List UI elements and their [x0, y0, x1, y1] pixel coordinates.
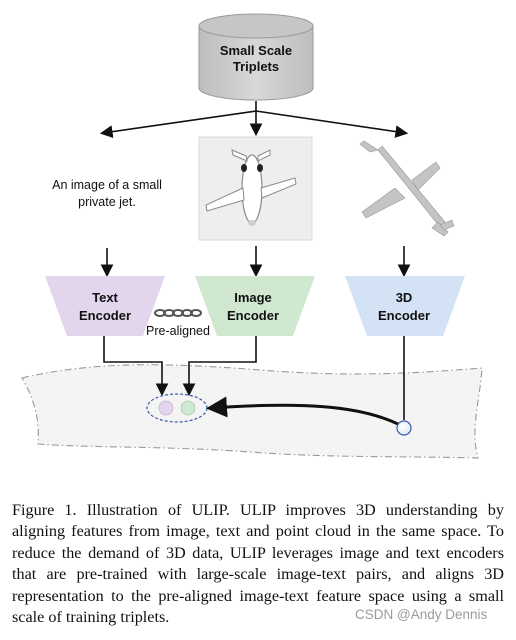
chain-link-icon [154, 309, 202, 317]
text-encoder-line2: Encoder [79, 308, 131, 323]
alignment-arrow [206, 396, 401, 427]
pc-encoder: 3D Encoder [345, 276, 465, 336]
database-label-line1: Small Scale [220, 43, 292, 58]
pc-encoder-line1: 3D [396, 290, 413, 305]
text-sample-line2: private jet. [78, 195, 136, 209]
down-arrows [100, 246, 411, 278]
text-feature-node [158, 400, 174, 416]
database-cylinder: Small Scale Triplets [198, 13, 314, 101]
pre-aligned-label: Pre-aligned [146, 324, 210, 338]
jet-image [198, 136, 313, 241]
branch-arrows [99, 101, 409, 138]
text-sample-line1: An image of a small [52, 178, 162, 192]
figure-caption: Figure 1. Illustration of ULIP. ULIP imp… [12, 501, 504, 627]
jet-render-icon [205, 149, 297, 226]
image-encoder: Image Encoder [195, 276, 315, 336]
pc-encoder-line2: Encoder [378, 308, 430, 323]
image-encoder-line2: Encoder [227, 308, 279, 323]
ulip-diagram: Small Scale Triplets An image of a small… [21, 13, 483, 459]
watermark: CSDN @Andy Dennis [355, 607, 488, 622]
image-encoder-line1: Image [234, 290, 272, 305]
point-cloud-jet-icon [359, 140, 455, 237]
feature-space-sheet [21, 364, 483, 459]
database-label-line2: Triplets [233, 59, 279, 74]
text-encoder: Text Encoder [45, 276, 165, 336]
image-feature-node [180, 400, 196, 416]
text-encoder-line1: Text [92, 290, 118, 305]
pc-feature-node [396, 420, 412, 436]
encoder-connectors [103, 336, 405, 420]
